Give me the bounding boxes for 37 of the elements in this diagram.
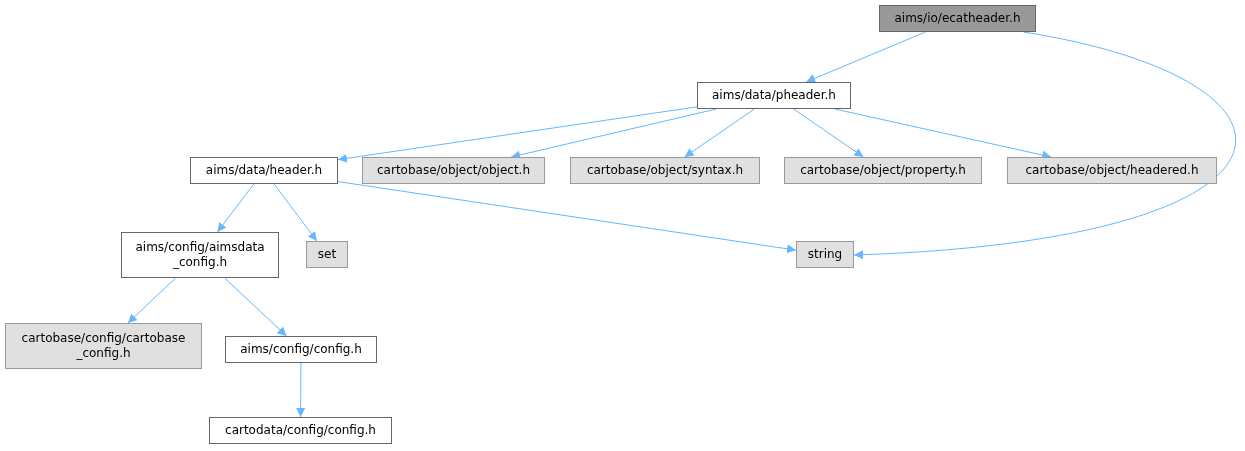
include-arrow	[793, 108, 864, 158]
file-name: set	[317, 247, 337, 262]
file-box	[225, 336, 377, 363]
file-name: string	[807, 247, 843, 262]
external-file-box	[570, 157, 760, 184]
external-file-box	[362, 157, 545, 184]
file-name: cartobase/object/object.h	[377, 163, 530, 178]
include-arrow	[224, 277, 288, 337]
external-file-box	[1007, 157, 1217, 184]
file-box	[121, 232, 279, 278]
file-name: aims/io/ecatheader.h	[894, 11, 1021, 26]
file-name: cartodata/config/config.h	[225, 423, 376, 438]
file-name: cartobase/object/syntax.h	[586, 163, 744, 178]
include-arrow	[337, 181, 797, 254]
file-name: aims/data/pheader.h	[712, 88, 836, 103]
file-name: aims/data/header.h	[205, 163, 323, 178]
include-arrow	[216, 183, 255, 233]
external-file-box	[306, 241, 348, 268]
file-name: aims/config/aimsdata _config.h	[134, 240, 266, 270]
file-box	[190, 157, 338, 184]
external-file-box	[5, 323, 202, 369]
file-name: cartobase/object/property.h	[800, 163, 966, 178]
file-name: aims/config/config.h	[240, 342, 362, 357]
include-arrow	[273, 183, 318, 242]
include-arrow	[296, 362, 306, 418]
external-file-box	[784, 157, 982, 184]
include-arrow	[337, 106, 698, 163]
include-arrow	[853, 31, 1236, 259]
file-box	[209, 417, 392, 444]
current-file-box	[879, 5, 1036, 32]
include-arrow	[127, 277, 177, 324]
external-file-box	[796, 241, 854, 268]
file-name: cartobase/object/headered.h	[1025, 163, 1199, 178]
include-arrow	[684, 108, 755, 158]
file-name: cartobase/config/cartobase _config.h	[20, 331, 187, 361]
include-arrow	[805, 31, 926, 83]
file-box	[697, 82, 851, 109]
